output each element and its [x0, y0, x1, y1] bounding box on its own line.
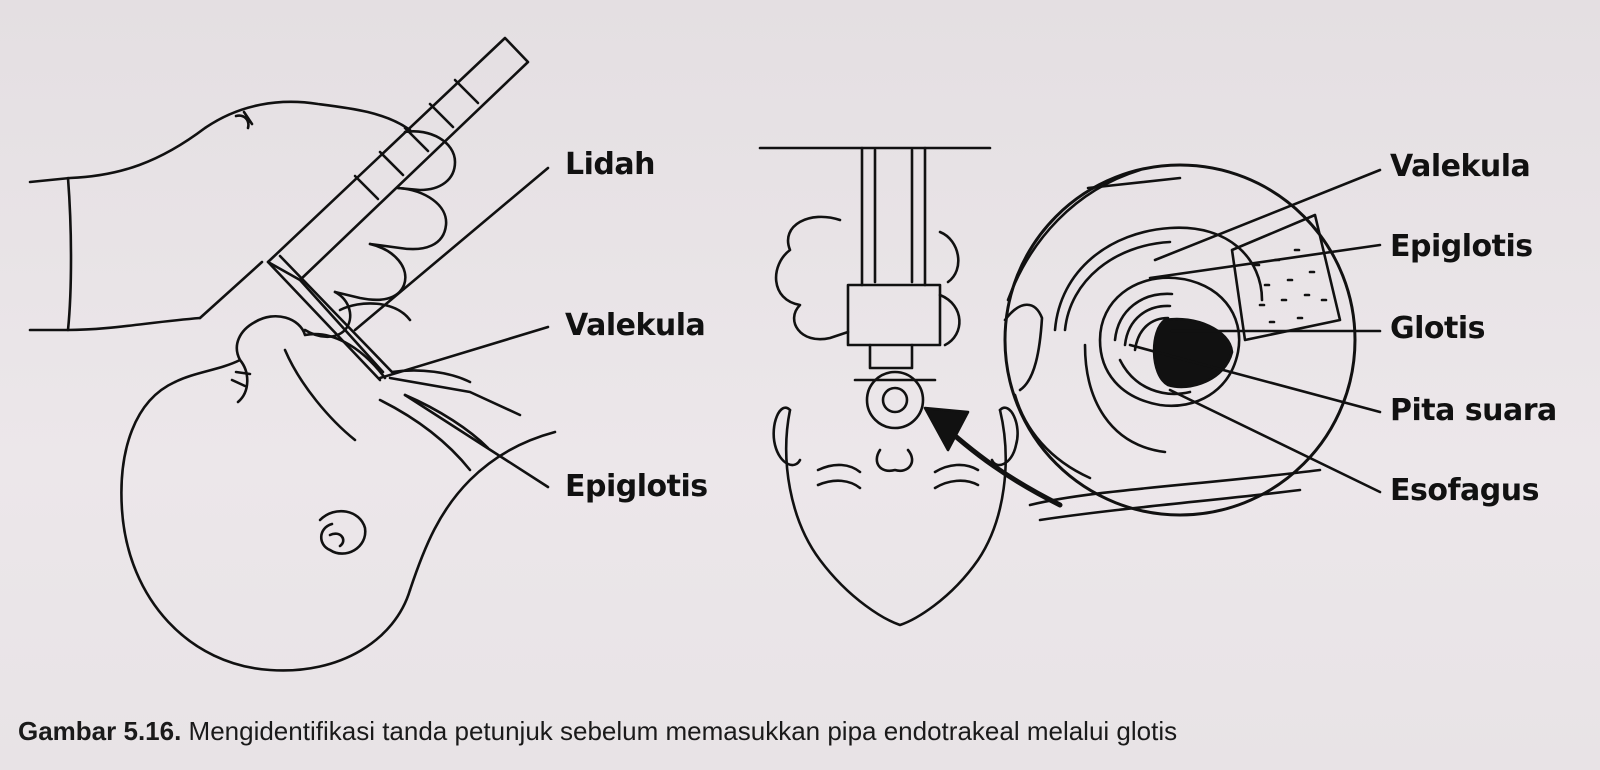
label-epiglotis-2: Epiglotis — [1390, 229, 1533, 264]
pointer-arrowhead — [923, 406, 970, 452]
leader-esofagus — [1168, 388, 1382, 494]
label-glotis: Glotis — [1390, 311, 1486, 346]
magnified-glottis-view — [1003, 163, 1357, 522]
label-esofagus: Esofagus — [1390, 473, 1539, 508]
head-front-view — [758, 146, 1019, 627]
hand-holding-laryngoscope — [28, 100, 457, 339]
leader-pita-suara — [1128, 343, 1382, 414]
caption-number: Gambar 5.16. — [18, 716, 182, 746]
figure-caption: Gambar 5.16. Mengidentifikasi tanda petu… — [18, 718, 1177, 744]
leader-valekula — [378, 325, 550, 380]
label-pita-suara: Pita suara — [1390, 393, 1557, 428]
label-valekula-2: Valekula — [1390, 149, 1531, 184]
laryngoscope-side-view — [266, 36, 530, 382]
label-valekula: Valekula — [565, 308, 706, 343]
label-epiglotis: Epiglotis — [565, 469, 708, 504]
infant-head-side-view — [120, 302, 557, 672]
leader-valekula-2 — [1153, 168, 1382, 262]
leader-lidah — [353, 166, 550, 332]
leader-epiglotis-2 — [1148, 243, 1382, 280]
label-lidah: Lidah — [565, 147, 655, 182]
leader-epiglotis — [403, 393, 550, 489]
caption-text: Mengidentifikasi tanda petunjuk sebelum … — [181, 716, 1178, 746]
